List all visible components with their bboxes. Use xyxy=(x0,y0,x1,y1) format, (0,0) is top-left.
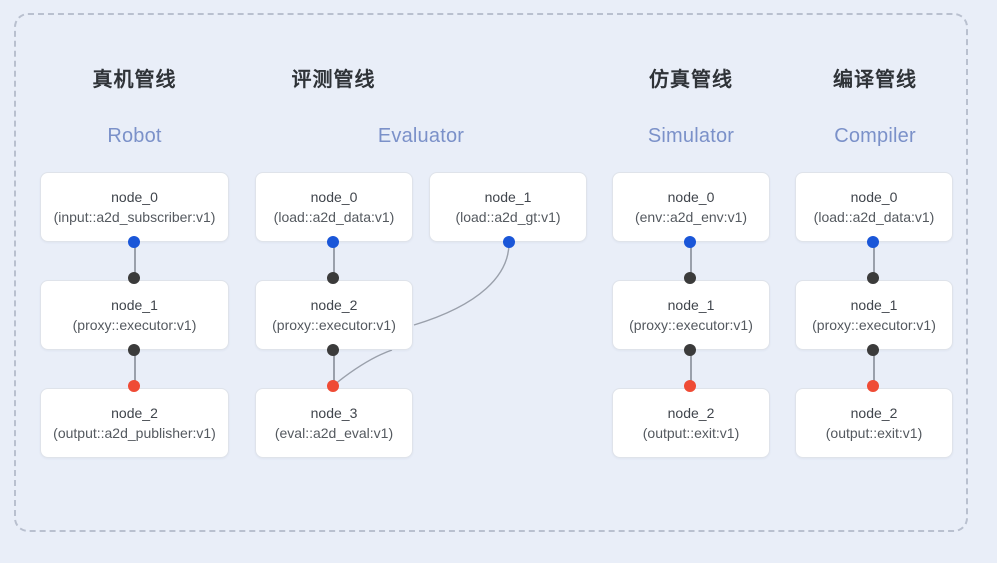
connector-sim-1-2 xyxy=(690,348,692,388)
connector-sim-0-1 xyxy=(690,240,692,280)
node-label-type: (env::a2d_env:v1) xyxy=(634,208,748,225)
node-label-name: node_1 xyxy=(484,188,532,205)
port-input-icon[interactable] xyxy=(503,236,515,248)
diagram-dashed-frame xyxy=(14,13,968,532)
column-title-en-compiler: Compiler xyxy=(834,125,916,147)
node-label-name: node_2 xyxy=(310,296,358,313)
node-compiler-2[interactable]: node_2 (output::exit:v1) xyxy=(795,388,953,458)
port-link-icon[interactable] xyxy=(684,272,696,284)
column-title-cn-robot: 真机管线 xyxy=(92,69,177,91)
port-link-icon[interactable] xyxy=(684,344,696,356)
node-label-name: node_3 xyxy=(310,404,358,421)
node-label-type: (output::exit:v1) xyxy=(825,424,923,441)
node-label-name: node_2 xyxy=(111,404,158,421)
port-link-icon[interactable] xyxy=(327,272,339,284)
node-label-type: (proxy::executor:v1) xyxy=(72,316,197,333)
node-evaluator-2[interactable]: node_2 (proxy::executor:v1) xyxy=(255,280,413,350)
connector-eval-0-2 xyxy=(333,240,335,280)
node-label-name: node_2 xyxy=(850,404,898,421)
column-title-en-simulator: Simulator xyxy=(647,125,735,147)
port-link-icon[interactable] xyxy=(128,344,140,356)
port-output-icon[interactable] xyxy=(128,380,140,392)
port-input-icon[interactable] xyxy=(867,236,879,248)
column-title-en-evaluator: Evaluator xyxy=(377,125,465,147)
node-label-type: (load::a2d_data:v1) xyxy=(273,208,395,225)
node-simulator-1[interactable]: node_1 (proxy::executor:v1) xyxy=(612,280,770,350)
node-robot-0[interactable]: node_0 (input::a2d_subscriber:v1) xyxy=(40,172,229,242)
port-input-icon[interactable] xyxy=(128,236,140,248)
port-input-icon[interactable] xyxy=(684,236,696,248)
node-label-type: (load::a2d_gt:v1) xyxy=(455,208,561,225)
node-label-type: (proxy::executor:v1) xyxy=(629,316,753,333)
port-output-icon[interactable] xyxy=(867,380,879,392)
connector-robot-0-1 xyxy=(134,240,136,280)
node-label-name: node_2 xyxy=(667,404,715,421)
node-label-name: node_0 xyxy=(310,188,358,205)
node-label-name: node_1 xyxy=(111,296,158,313)
node-label-type: (proxy::executor:v1) xyxy=(812,316,936,333)
node-label-type: (load::a2d_data:v1) xyxy=(813,208,935,225)
node-label-name: node_1 xyxy=(850,296,898,313)
node-robot-1[interactable]: node_1 (proxy::executor:v1) xyxy=(40,280,229,350)
column-title-cn-evaluator: 评测管线 xyxy=(291,69,376,91)
port-link-icon[interactable] xyxy=(867,272,879,284)
node-label-type: (input::a2d_subscriber:v1) xyxy=(53,208,216,225)
node-label-name: node_0 xyxy=(850,188,898,205)
node-compiler-0[interactable]: node_0 (load::a2d_data:v1) xyxy=(795,172,953,242)
node-label-name: node_0 xyxy=(111,188,158,205)
connector-comp-0-1 xyxy=(873,240,875,280)
node-evaluator-1[interactable]: node_1 (load::a2d_gt:v1) xyxy=(429,172,587,242)
column-title-cn-compiler: 编译管线 xyxy=(833,69,917,91)
node-label-type: (eval::a2d_eval:v1) xyxy=(274,424,394,441)
node-label-type: (output::exit:v1) xyxy=(642,424,740,441)
node-label-type: (proxy::executor:v1) xyxy=(272,316,396,333)
port-link-icon[interactable] xyxy=(327,344,339,356)
node-label-name: node_0 xyxy=(667,188,715,205)
node-evaluator-3[interactable]: node_3 (eval::a2d_eval:v1) xyxy=(255,388,413,458)
port-input-icon[interactable] xyxy=(327,236,339,248)
port-link-icon[interactable] xyxy=(867,344,879,356)
node-label-type: (output::a2d_publisher:v1) xyxy=(53,424,216,441)
connector-comp-1-2 xyxy=(873,348,875,388)
connector-robot-1-2 xyxy=(134,348,136,388)
node-simulator-0[interactable]: node_0 (env::a2d_env:v1) xyxy=(612,172,770,242)
column-title-cn-simulator: 仿真管线 xyxy=(649,69,733,91)
node-evaluator-0[interactable]: node_0 (load::a2d_data:v1) xyxy=(255,172,413,242)
port-output-icon[interactable] xyxy=(684,380,696,392)
node-compiler-1[interactable]: node_1 (proxy::executor:v1) xyxy=(795,280,953,350)
column-title-en-robot: Robot xyxy=(107,125,162,147)
node-simulator-2[interactable]: node_2 (output::exit:v1) xyxy=(612,388,770,458)
port-output-icon[interactable] xyxy=(327,380,339,392)
port-link-icon[interactable] xyxy=(128,272,140,284)
node-robot-2[interactable]: node_2 (output::a2d_publisher:v1) xyxy=(40,388,229,458)
connector-eval-2-3 xyxy=(333,348,335,388)
node-label-name: node_1 xyxy=(667,296,715,313)
